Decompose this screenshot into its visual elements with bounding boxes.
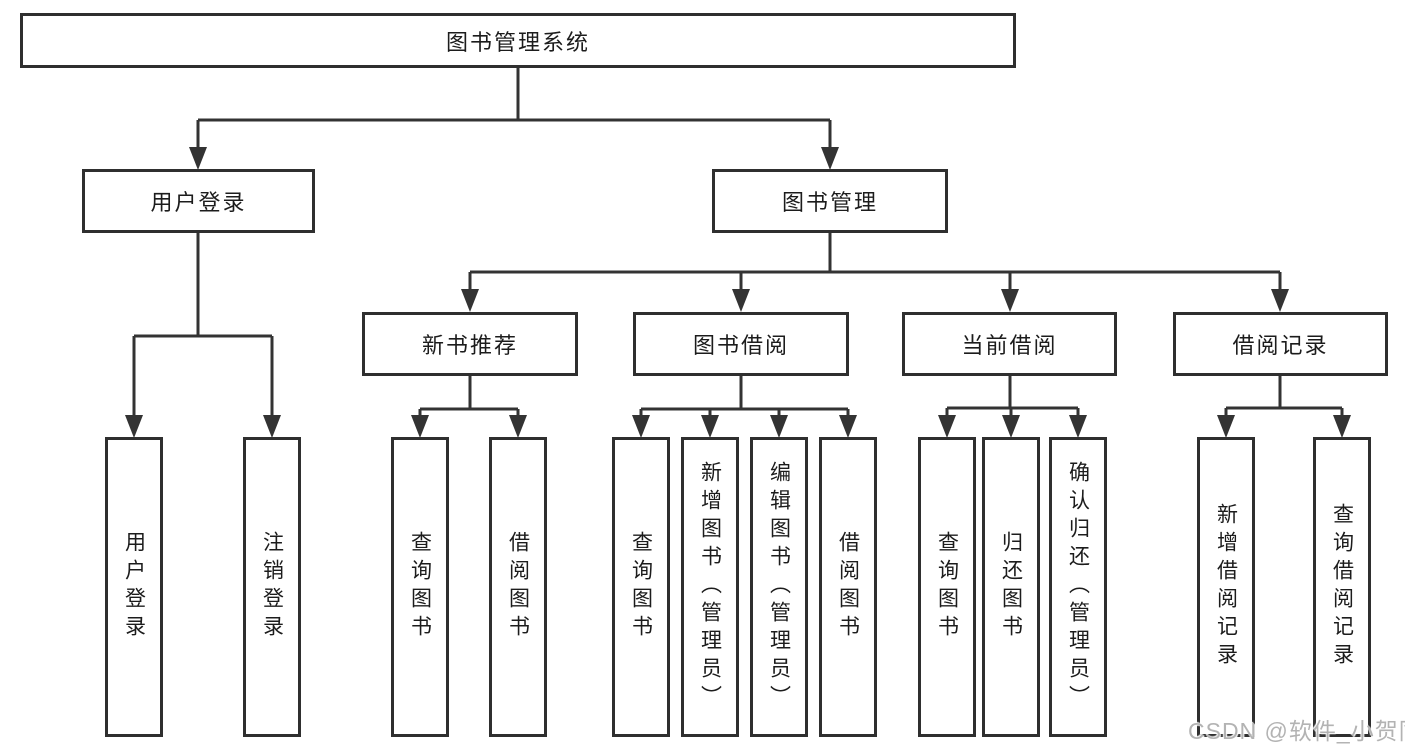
csdn-watermark: CSDN @软件_小贺同学 — [1188, 718, 1405, 744]
leaf-bb-edit-books-admin: 编辑图书（管理员） — [750, 437, 808, 737]
node-label: 当前借阅 — [961, 333, 1058, 358]
leaf-cb-return-books: 归还图书 — [982, 437, 1040, 737]
node-label: 借阅图书 — [836, 531, 860, 643]
node-current-borrowing: 当前借阅 — [902, 312, 1117, 376]
node-label: 图书借阅 — [692, 333, 789, 358]
leaf-cb-confirm-return-admin: 确认归还（管理员） — [1049, 437, 1107, 737]
node-borrow-records: 借阅记录 — [1173, 312, 1388, 376]
node-label: 新书推荐 — [421, 333, 518, 358]
node-label: 编辑图书（管理员） — [767, 461, 791, 713]
node-book-borrowing: 图书借阅 — [633, 312, 849, 376]
node-label: 查询图书 — [629, 531, 653, 643]
node-label: 归还图书 — [999, 531, 1023, 643]
leaf-nbr-borrow-books: 借阅图书 — [489, 437, 547, 737]
leaf-br-query-record: 查询借阅记录 — [1313, 437, 1371, 737]
node-label: 图书管理 — [781, 190, 878, 215]
node-label: 借阅图书 — [506, 531, 530, 643]
node-label: 确认归还（管理员） — [1066, 461, 1090, 713]
leaf-user-login: 用户登录 — [105, 437, 163, 737]
node-label: 图书管理系统 — [445, 29, 590, 55]
node-label: 查询借阅记录 — [1330, 503, 1354, 671]
node-label: 新增图书（管理员） — [698, 461, 722, 713]
leaf-nbr-query-books: 查询图书 — [391, 437, 449, 737]
leaf-logout: 注销登录 — [243, 437, 301, 737]
node-label: 注销登录 — [260, 531, 284, 643]
node-label: 查询图书 — [408, 531, 432, 643]
node-library-management-system: 图书管理系统 — [20, 13, 1016, 68]
node-label: 新增借阅记录 — [1214, 503, 1238, 671]
leaf-br-add-record: 新增借阅记录 — [1197, 437, 1255, 737]
leaf-bb-borrow-books: 借阅图书 — [819, 437, 877, 737]
node-label: 用户登录 — [122, 531, 146, 643]
leaf-bb-query-books: 查询图书 — [612, 437, 670, 737]
node-label: 借阅记录 — [1232, 333, 1329, 358]
leaf-bb-add-books-admin: 新增图书（管理员） — [681, 437, 739, 737]
node-new-book-recommend: 新书推荐 — [362, 312, 578, 376]
node-book-management: 图书管理 — [712, 169, 948, 233]
leaf-cb-query-books: 查询图书 — [918, 437, 976, 737]
node-label: 查询图书 — [935, 531, 959, 643]
node-user-login: 用户登录 — [82, 169, 315, 233]
node-label: 用户登录 — [150, 190, 247, 215]
